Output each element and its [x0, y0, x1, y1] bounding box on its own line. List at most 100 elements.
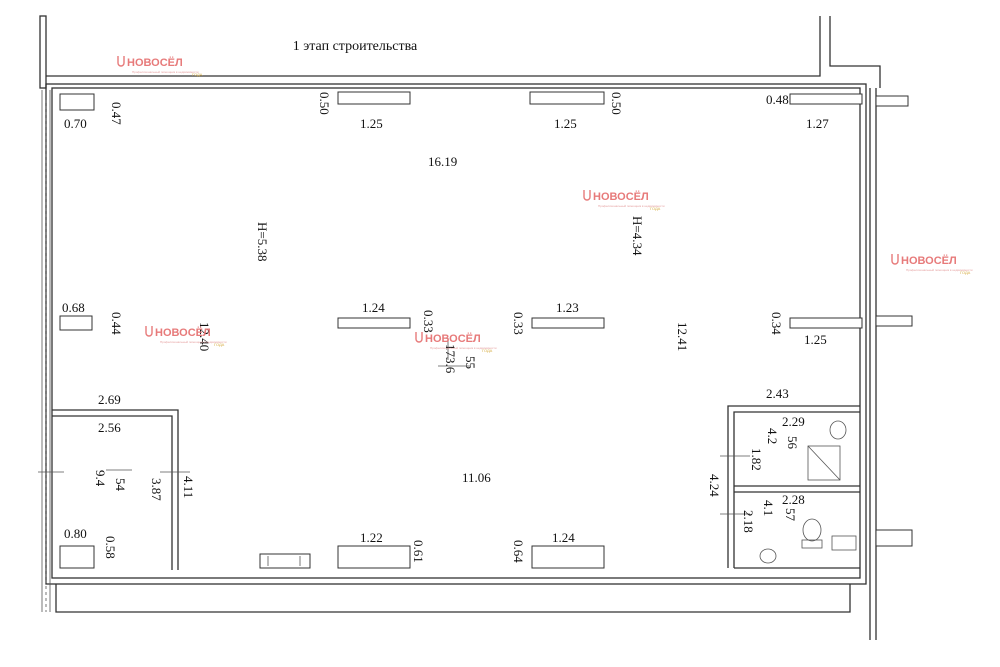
toilet — [802, 518, 822, 542]
watermark: НОВОСЁЛ Профессиональный помощник в недв… — [891, 254, 973, 275]
watermark-brand: НОВОСЁЛ — [593, 190, 649, 203]
watermark-badge: ГОДА — [192, 72, 203, 77]
dim-column-2-width: 1.23 — [556, 300, 579, 315]
dim-left-room-inner-width: 2.56 — [98, 420, 121, 435]
watermark-logo-icon — [583, 190, 591, 201]
dim-left-room-outer-width: 2.69 — [98, 392, 121, 407]
wc-fixture — [831, 535, 857, 551]
watermark-tagline: Профессиональный помощник в недвижимости — [132, 70, 199, 74]
bottom-left-column — [59, 545, 95, 569]
right-wall-stub-3 — [875, 529, 913, 547]
wc1-number: 56 — [785, 436, 800, 450]
dim-bottom-left-column-depth: 0.58 — [103, 536, 118, 559]
construction-stage-title: 1 этап строительства — [293, 39, 418, 54]
watermark-logo-icon — [415, 332, 423, 343]
right-mid-column — [789, 317, 863, 329]
top-strip-right-wall — [829, 16, 881, 88]
watermark: НОВОСЁЛ Профессиональный помощник в недв… — [117, 56, 203, 77]
bottom-window-2 — [531, 545, 605, 569]
dim-bottom-window-2-depth: 0.64 — [511, 540, 526, 563]
ceiling-height-right: H=4.34 — [630, 216, 645, 256]
left-room-number: 54 — [113, 478, 128, 492]
dim-left-room-outer-length: 4.11 — [181, 476, 196, 498]
watermark-logo-icon — [145, 326, 153, 337]
wc2-number: 57 — [783, 508, 798, 522]
dim-top-left-column-width: 0.70 — [64, 116, 87, 131]
main-room-number: 55 — [463, 356, 478, 369]
watermark: НОВОСЁЛ Профессиональный помощник в недв… — [415, 332, 497, 353]
shower-tray — [807, 445, 841, 481]
column-2 — [531, 317, 605, 329]
dim-bottom-window-1-width: 1.22 — [360, 530, 383, 545]
dim-right-length: 12.41 — [675, 322, 690, 351]
left-mid-column — [59, 315, 93, 331]
watermark: НОВОСЁЛ Профессиональный помощник в недв… — [583, 190, 665, 211]
dim-top-left-column-depth: 0.47 — [109, 102, 124, 125]
right-wall-stub-2 — [875, 315, 913, 327]
watermark-badge: ГОДА — [482, 348, 493, 353]
dim-bottom-window-1-depth: 0.61 — [411, 540, 426, 563]
dim-main-width: 16.19 — [428, 154, 457, 169]
dim-wc-outer-width: 2.43 — [766, 386, 789, 401]
wc-wall-outer — [727, 405, 860, 568]
watermark-tagline: Профессиональный помощник в недвижимости — [906, 268, 973, 272]
watermark-badge: ГОДА — [650, 206, 661, 211]
watermark-tagline: Профессиональный помощник в недвижимости — [160, 340, 227, 344]
top-window-2 — [529, 91, 605, 105]
bottom-window-1 — [337, 545, 411, 569]
top-left-column — [59, 93, 95, 111]
dim-top-right-depth: 0.48 — [766, 92, 789, 107]
watermark-badge: ГОДА — [214, 342, 225, 347]
dim-column-1-width: 1.24 — [362, 300, 385, 315]
left-room-wall-inner — [52, 415, 173, 570]
column-1 — [337, 317, 411, 329]
main-room-area: 173.6 — [443, 344, 458, 374]
dim-top-window-2-width: 1.25 — [554, 116, 577, 131]
dim-top-window-1-width: 1.25 — [360, 116, 383, 131]
dim-top-window-1-depth: 0.50 — [317, 92, 332, 115]
top-window-1 — [337, 91, 411, 105]
dim-right-column-width: 1.25 — [804, 332, 827, 347]
outer-wall-inner — [51, 87, 861, 579]
dim-wc-total-length: 4.24 — [707, 474, 722, 497]
dim-right-column-depth: 0.34 — [769, 312, 784, 335]
watermark-brand: НОВОСЁЛ — [127, 56, 183, 69]
dim-wc2-length: 2.18 — [741, 510, 756, 533]
top-left-window-strip — [39, 15, 47, 89]
dim-left-room-inner-length: 3.87 — [149, 478, 164, 501]
dim-top-window-2-depth: 0.50 — [609, 92, 624, 115]
wc-sink — [759, 548, 777, 564]
left-room-wall-outer — [52, 409, 179, 570]
watermark-logo-icon — [891, 254, 899, 265]
dim-wc1-width: 2.29 — [782, 414, 805, 429]
top-right-column — [789, 93, 863, 105]
watermark-tagline: Профессиональный помощник в недвижимости — [430, 346, 497, 350]
watermark: НОВОСЁЛ Профессиональный помощник в недв… — [145, 326, 227, 347]
watermark-brand: НОВОСЁЛ — [155, 326, 211, 339]
ceiling-height-left: H=5.38 — [255, 222, 270, 261]
dim-column-1-depth: 0.33 — [421, 310, 436, 333]
radiator — [259, 553, 311, 569]
watermark-brand: НОВОСЁЛ — [901, 254, 957, 267]
dim-column-2-depth: 0.33 — [511, 312, 526, 335]
watermark-tagline: Профессиональный помощник в недвижимости — [598, 204, 665, 208]
dim-wc2-width: 2.28 — [782, 492, 805, 507]
wc1-area: 4.2 — [765, 428, 780, 444]
wc2-area: 4.1 — [761, 500, 776, 516]
dim-left-length: 12.40 — [197, 322, 212, 351]
left-room-area: 9.4 — [93, 470, 108, 487]
right-wall-stub-1 — [875, 95, 909, 107]
dim-bottom-width: 11.06 — [462, 470, 491, 485]
dim-bottom-window-2-width: 1.24 — [552, 530, 575, 545]
bottom-strip — [55, 584, 851, 613]
dim-left-column-width: 0.68 — [62, 300, 85, 315]
dim-bottom-left-column-width: 0.80 — [64, 526, 87, 541]
shower-tray-diagonal — [807, 445, 841, 481]
dim-top-right-width: 1.27 — [806, 116, 829, 131]
dim-wc1-length: 1.82 — [749, 448, 764, 471]
dim-left-column-depth: 0.44 — [109, 312, 124, 335]
watermark-logo-icon — [117, 56, 125, 67]
watermark-badge: ГОДА — [960, 270, 971, 275]
toilet-tank — [801, 539, 823, 549]
